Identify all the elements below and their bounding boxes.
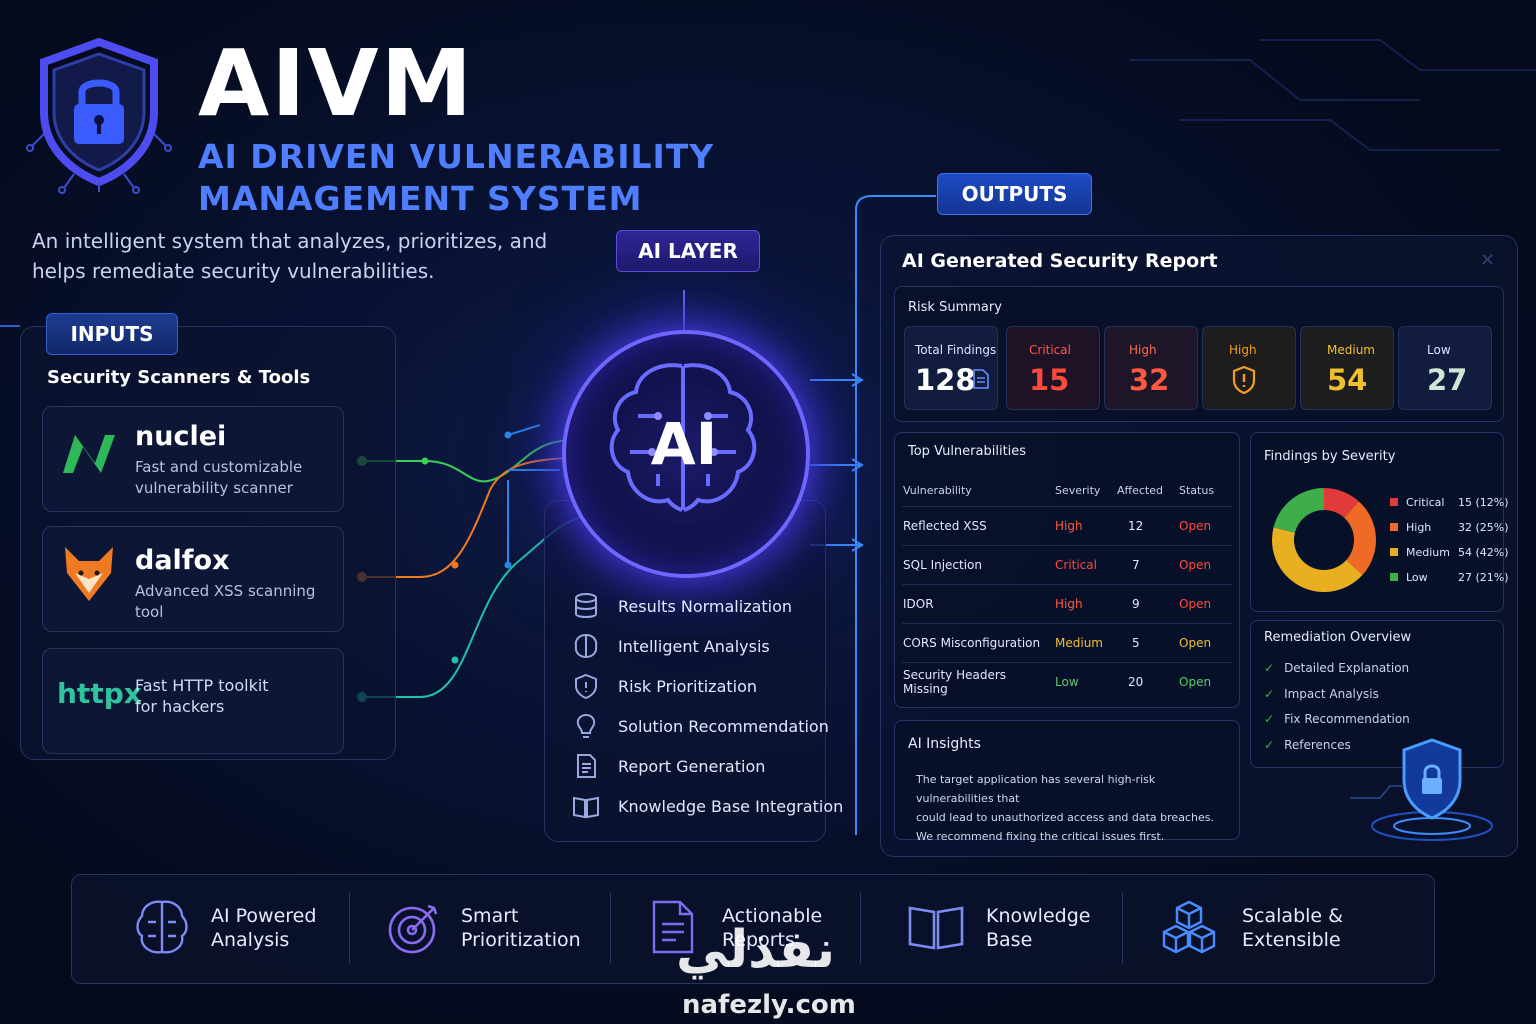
fox-logo-icon [65, 547, 113, 601]
layer-item-report: Report Generation [618, 757, 766, 776]
watermark-url: nafezly.com [682, 990, 856, 1020]
brain-icon [574, 633, 598, 659]
inputs-heading: Security Scanners & Tools [47, 367, 311, 388]
brain-icon [136, 900, 188, 954]
layer-item-prioritization: Risk Prioritization [618, 677, 758, 696]
top-vulnerabilities-title: Top Vulnerabilities [908, 444, 1027, 459]
donut-slice-high [1344, 501, 1376, 575]
remediation-item: ✓Detailed Explanation [1264, 661, 1410, 675]
book-icon [908, 906, 964, 950]
remediation-panel [1250, 620, 1504, 768]
donut-slice-low [1273, 488, 1324, 533]
httpx-logo: httpx [57, 677, 142, 710]
warning-shield-icon [1232, 365, 1256, 395]
inputs-tag: INPUTS [46, 313, 178, 355]
shield-lock-icon [26, 37, 172, 194]
card-high-alert: High [1202, 326, 1296, 410]
close-icon[interactable]: ✕ [1480, 250, 1496, 271]
vulnerabilities-table: Vulnerability Severity Affected Status R… [902, 474, 1232, 701]
subtitle-line-1: AI DRIVEN VULNERABILITY [198, 137, 715, 176]
document-icon [577, 754, 596, 778]
remediation-item: ✓References [1264, 738, 1351, 752]
brain-circuit-icon [609, 363, 757, 512]
table-header-row: Vulnerability Severity Affected Status [903, 483, 1215, 497]
donut-slice-critical [1324, 488, 1359, 518]
card-medium: Medium 54 [1300, 326, 1394, 410]
feature-scalable: Scalable &Extensible [1242, 905, 1343, 951]
check-icon: ✓ [1264, 712, 1275, 726]
cubes-icon [1162, 900, 1216, 954]
lightbulb-icon [576, 713, 596, 738]
book-icon [573, 796, 599, 819]
remediation-item: ✓Impact Analysis [1264, 687, 1379, 701]
card-critical: Critical 15 [1006, 326, 1100, 410]
document-icon [973, 369, 989, 389]
feature-separator [1122, 892, 1123, 964]
watermark-arabic: نفذلي [676, 920, 836, 980]
card-total-findings: Total Findings 128 [904, 326, 998, 410]
severity-donut-chart [1272, 488, 1376, 592]
report-title: AI Generated Security Report [902, 250, 1218, 272]
findings-title: Findings by Severity [1264, 449, 1396, 464]
ai-core-label: AI [650, 410, 718, 478]
ai-layer-tag: AI LAYER [616, 230, 760, 272]
app-subtitle: AI DRIVEN VULNERABILITY MANAGEMENT SYSTE… [198, 136, 714, 220]
nuclei-logo-icon [63, 435, 115, 473]
feature-separator [349, 892, 350, 964]
document-icon [652, 900, 694, 954]
ai-insights-title: AI Insights [908, 736, 981, 752]
layer-item-normalization: Results Normalization [618, 597, 793, 616]
card-high: High 32 [1104, 326, 1198, 410]
risk-summary-title: Risk Summary [908, 300, 1002, 315]
layer-item-knowledge: Knowledge Base Integration [618, 797, 844, 816]
remediation-title: Remediation Overview [1264, 630, 1412, 645]
subtitle-line-2: MANAGEMENT SYSTEM [198, 179, 643, 218]
card-low: Low 27 [1398, 326, 1492, 410]
outputs-tag: OUTPUTS [937, 173, 1092, 215]
check-icon: ✓ [1264, 687, 1275, 701]
description: An intelligent system that analyzes, pri… [32, 229, 548, 283]
target-icon [388, 904, 438, 954]
glowing-shield-lock-icon [1350, 738, 1493, 841]
donut-slice-medium [1272, 527, 1363, 592]
remediation-item: ✓Fix Recommendation [1264, 712, 1410, 726]
check-icon: ✓ [1264, 738, 1275, 752]
feature-separator [860, 892, 861, 964]
shield-icon [575, 673, 597, 700]
layer-item-recommendation: Solution Recommendation [618, 717, 829, 736]
check-icon: ✓ [1264, 661, 1275, 675]
tool-name: dalfox [135, 545, 230, 576]
ai-insights-text: The target application has several high-… [916, 773, 1214, 843]
ai-core-circle [562, 330, 810, 578]
tool-name: nuclei [135, 421, 227, 452]
database-icon [575, 593, 597, 618]
app-title: AIVM [198, 30, 475, 137]
ai-insights-panel [894, 720, 1240, 840]
layer-item-analysis: Intelligent Analysis [618, 637, 770, 656]
feature-separator [610, 892, 611, 964]
